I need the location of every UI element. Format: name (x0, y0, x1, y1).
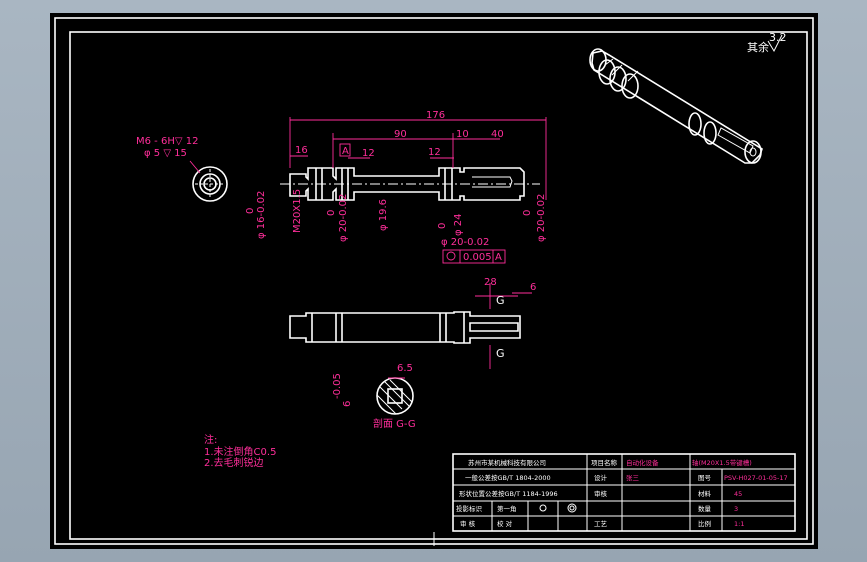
tb-project-value: 自动化设备 (626, 458, 659, 467)
hole-note-line1: M6 - 6H▽ 12 (136, 136, 198, 147)
isometric-shaft (589, 48, 763, 164)
dim-90: 90 (394, 129, 407, 140)
tb-company: 苏州市某机械科技有限公司 (468, 458, 546, 467)
tb-code-value: PSV-H027-01-05-17 (724, 474, 788, 482)
roughness-icon (767, 34, 783, 53)
dim-zero4: 0 (522, 210, 533, 216)
dim-40: 40 (491, 129, 504, 140)
tb-review: 审 核 (460, 519, 476, 528)
lower-shaft-view: 28 6 G G (289, 277, 536, 369)
dim-dia24: φ 24 (453, 214, 464, 237)
dim-zero1: 0 (245, 208, 256, 214)
tb-check: 校 对 (497, 519, 513, 528)
datum-label: A (342, 146, 349, 157)
dim-dia16: φ 16-0.02 (256, 191, 267, 239)
tb-geo-tol: 形状位置公差按GB/T 1184-1996 (459, 489, 558, 498)
dim-16: 16 (295, 145, 308, 156)
section-g-bottom: G (496, 347, 505, 360)
note-2: 2.去毛刺锐边 (204, 456, 264, 469)
tb-designer-value: 张三 (626, 473, 640, 482)
tb-scale-value: 1:1 (734, 520, 744, 528)
surface-mark-value: 3.2 (769, 31, 787, 44)
tb-part-name: 轴(M20X1.5带键槽) (692, 458, 752, 467)
tb-projection-value: 第一角 (497, 504, 517, 513)
dim-6b: 6 (342, 401, 353, 407)
tb-project-label: 项目名称 (591, 458, 618, 467)
dim-10: 10 (456, 129, 469, 140)
section-gg: 6.5 -0.05 6 剖面 G-G (332, 363, 416, 430)
tol-datum: A (495, 252, 502, 263)
inner-border (69, 31, 808, 540)
hole-note-line2: φ 5 ▽ 15 (144, 148, 187, 159)
tb-general-tol: 一般公差按GB/T 1804-2000 (465, 473, 551, 482)
dim-005: -0.05 (332, 373, 343, 399)
dim-m20: M20X1.5 (292, 189, 303, 233)
dim-12b: 12 (428, 147, 441, 158)
cad-viewport[interactable]: 其余 3.2 M6 - 6H▽ 12 φ 5 ▽ 15 (50, 13, 818, 549)
tb-process-label: 工艺 (594, 520, 608, 528)
dim-dia20b: φ 20-0.02 (441, 237, 489, 248)
dim-zero2: 0 (326, 210, 337, 216)
dim-12a: 12 (362, 148, 375, 159)
dim-dia196: φ 19.6 (378, 199, 389, 231)
note-1: 1.未注倒角C0.5 (204, 445, 276, 458)
tb-qty-label: 数量 (698, 504, 712, 513)
surface-roughness-mark: 其余 3.2 (747, 31, 787, 54)
main-shaft-view (280, 167, 540, 201)
main-dimensions: 176 90 10 40 16 A 12 12 φ 16-0.02 0 M20X… (245, 110, 547, 264)
notes-title: 注: (204, 433, 217, 446)
dim-dia20c: φ 20-0.02 (536, 194, 547, 242)
section-label: 剖面 G-G (373, 417, 416, 430)
tol-value: 0.005 (463, 252, 492, 263)
dim-28: 28 (484, 277, 497, 288)
dim-zero3: 0 (437, 223, 448, 229)
dim-6: 6 (530, 282, 536, 293)
section-g-top: G (496, 294, 505, 307)
tb-code-label: 图号 (698, 474, 712, 482)
dim-6-5: 6.5 (397, 363, 413, 374)
tb-designer-label: 设计 (594, 473, 608, 482)
tb-scale-label: 比例 (698, 519, 711, 528)
tb-checker-label: 审核 (594, 489, 608, 498)
end-view-circle: M6 - 6H▽ 12 φ 5 ▽ 15 (136, 136, 228, 202)
tb-material-value: 45 (734, 490, 742, 498)
title-block: 苏州市某机械科技有限公司 一般公差按GB/T 1804-2000 形状位置公差按… (452, 453, 796, 532)
tb-qty-value: 3 (734, 505, 738, 513)
drawing-sheet: 其余 3.2 M6 - 6H▽ 12 φ 5 ▽ 15 (54, 17, 814, 546)
dim-dia20a: φ 20-0.02 (338, 194, 349, 242)
tb-projection-label: 投影标识 (456, 504, 483, 513)
surface-mark-label: 其余 (747, 40, 769, 54)
technical-notes: 注: 1.未注倒角C0.5 2.去毛刺锐边 (204, 433, 276, 469)
dim-overall: 176 (426, 110, 445, 121)
tb-material-label: 材料 (698, 489, 712, 498)
